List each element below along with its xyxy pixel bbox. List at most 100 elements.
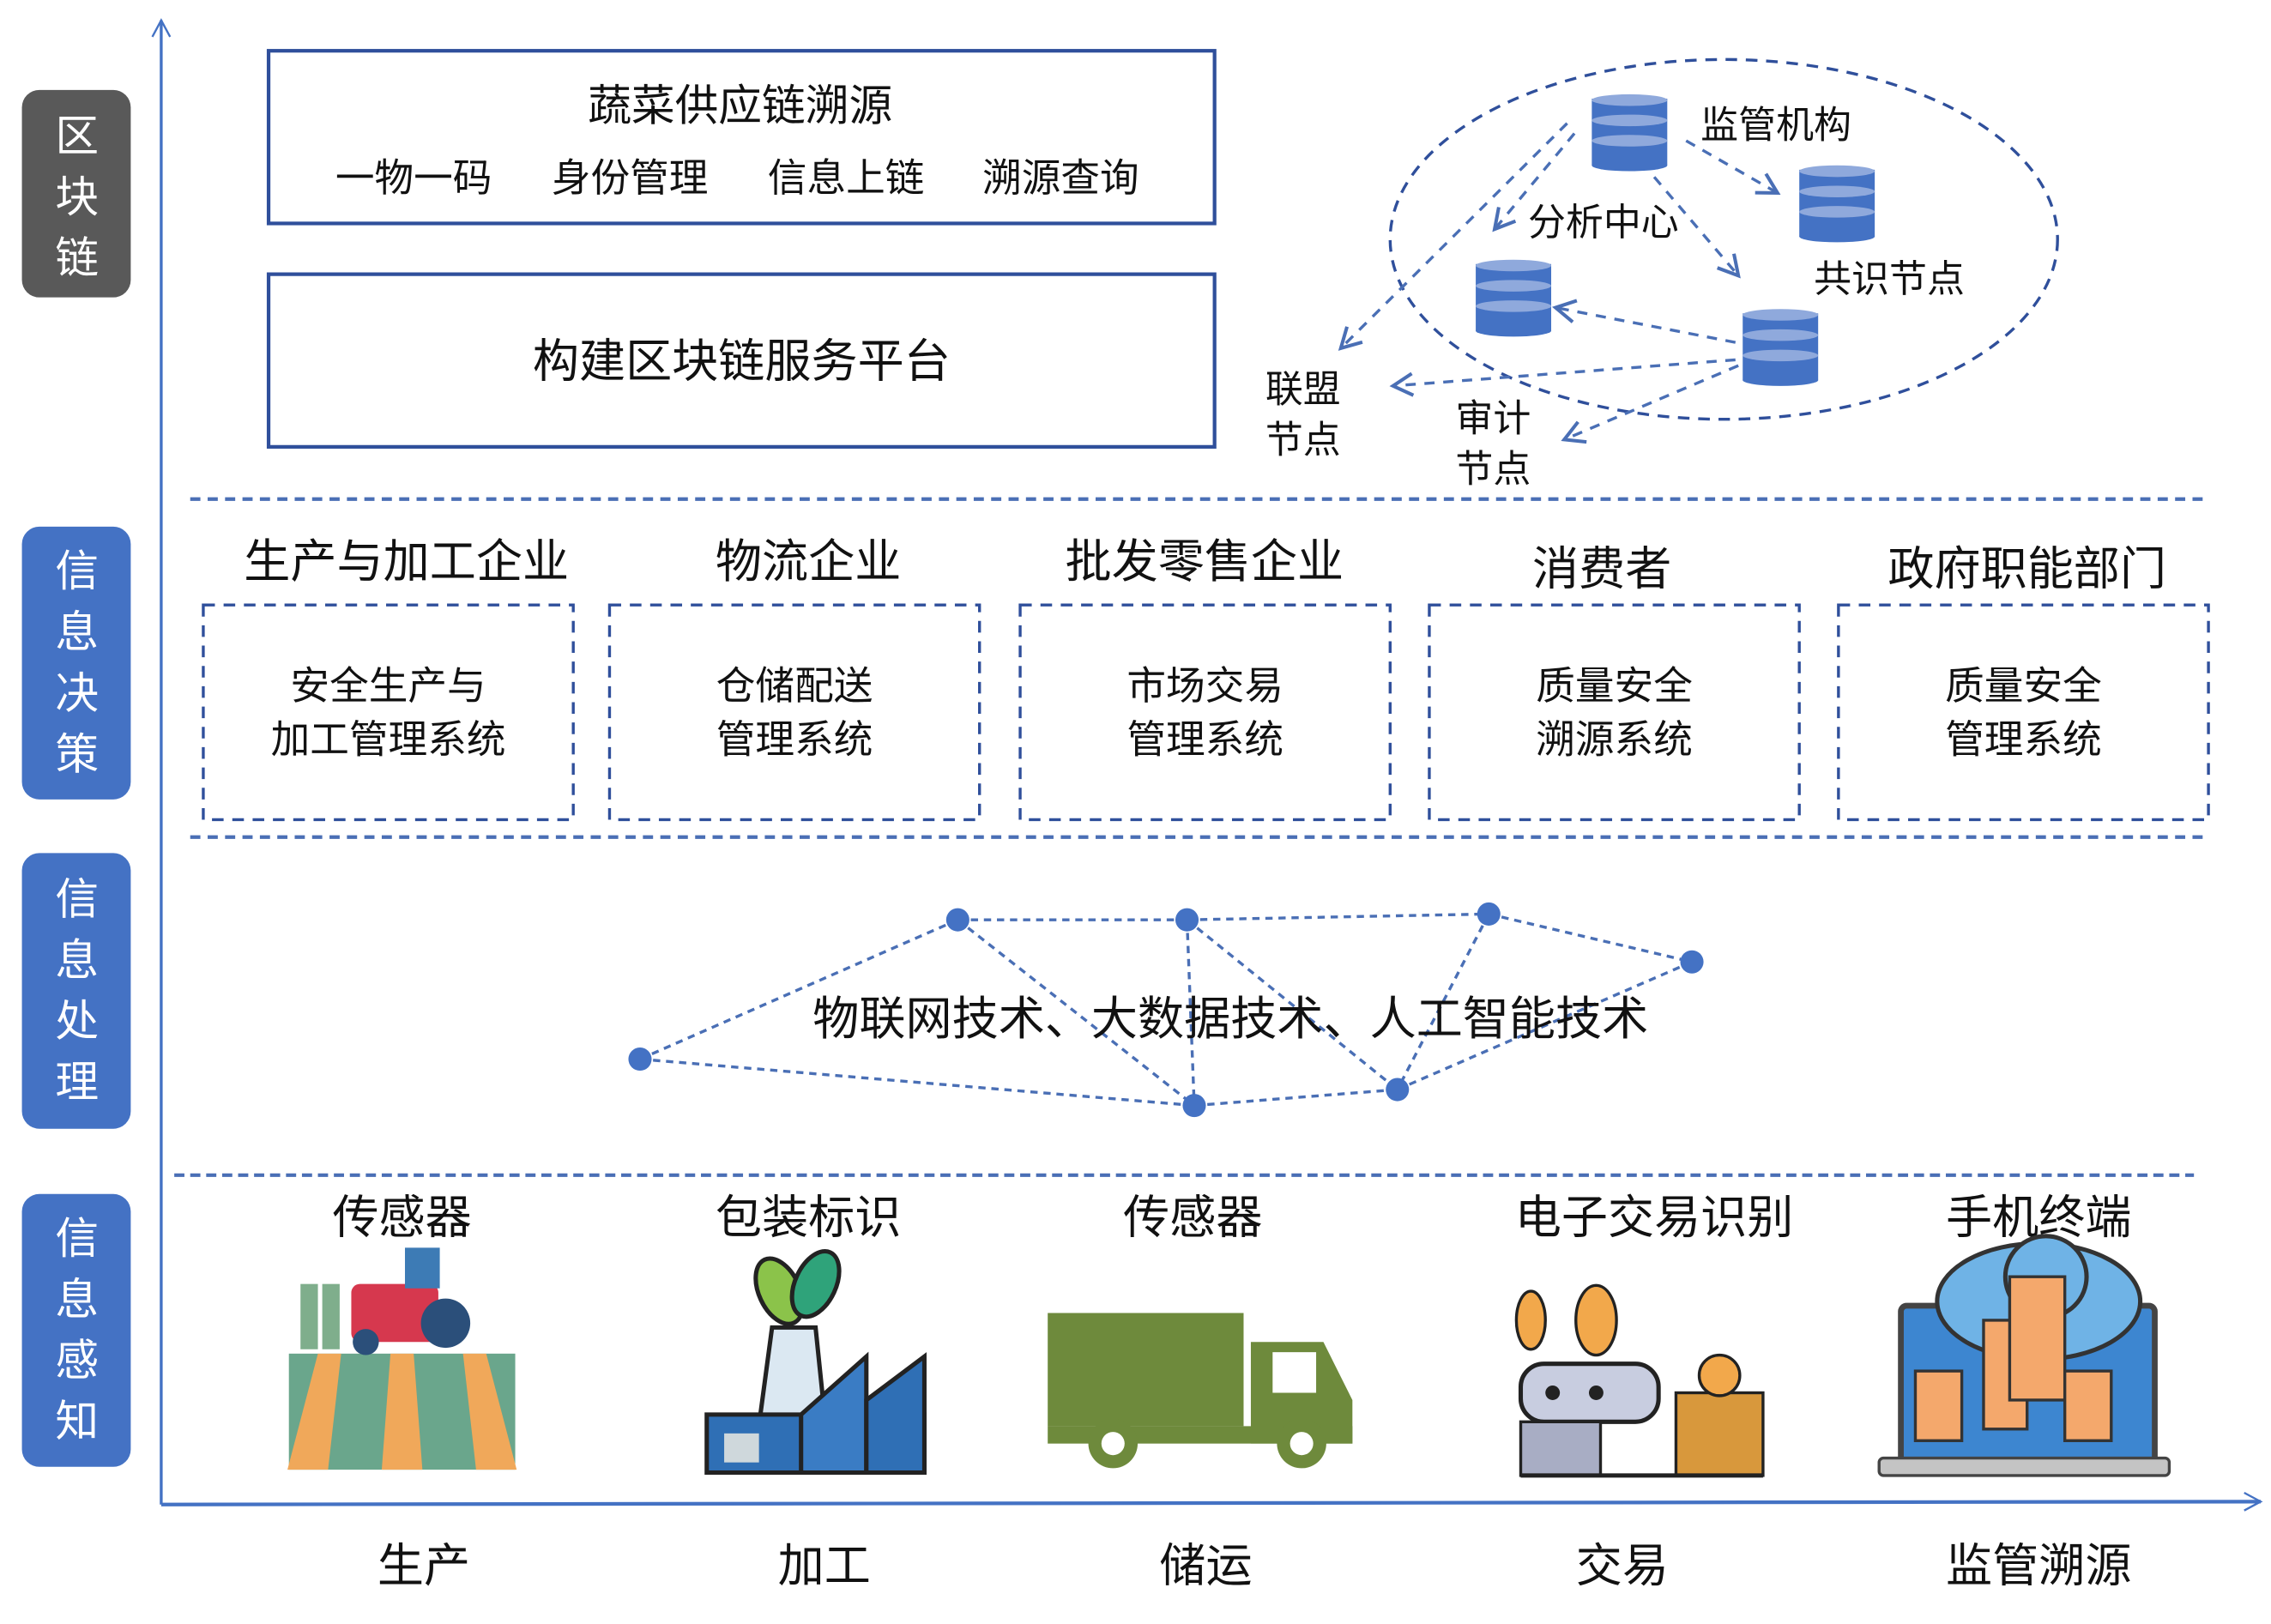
layer-pill-char: 策 <box>55 728 99 779</box>
database-icon <box>1743 309 1819 386</box>
trace-feature: 一物一码 <box>335 155 492 201</box>
network-arrow <box>1338 122 1568 351</box>
layer-pill-char: 息 <box>55 607 99 657</box>
network-node <box>1386 1078 1410 1102</box>
technologies-label: 物联网技术、大数据技术、人工智能技术 <box>812 992 1648 1046</box>
layer-pill-char: 知 <box>55 1396 99 1446</box>
system-box <box>202 603 575 822</box>
stage-label: 交易 <box>1576 1538 1669 1592</box>
database-icon <box>1592 94 1668 172</box>
database-icon <box>1476 259 1552 337</box>
network-arrow <box>1389 358 1736 397</box>
network-link <box>1397 960 1693 1091</box>
system-name-line: 仓储配送 <box>716 663 873 709</box>
network-arrow <box>1492 132 1576 232</box>
stakeholder-title: 生产与加工企业 <box>244 534 569 589</box>
network-link <box>957 918 1196 1107</box>
network-arrow <box>1685 139 1781 195</box>
system-name-line: 管理系统 <box>1945 717 2102 763</box>
trace-feature: 身份管理 <box>552 155 709 201</box>
system-name-line: 溯源系统 <box>1536 717 1693 763</box>
network-link <box>1396 913 1490 1090</box>
platform-box-title: 构建区块链服务平台 <box>533 335 951 389</box>
layer-pill-char: 理 <box>55 1056 99 1107</box>
layer-pill-char: 感 <box>55 1335 99 1386</box>
node-label-alliance: 联盟 <box>1265 367 1341 411</box>
network-node <box>1175 908 1199 932</box>
stage-label: 加工 <box>778 1538 871 1592</box>
system-name-line: 安全生产与 <box>290 663 486 709</box>
cloud-laptop-icon <box>1877 1234 2171 1477</box>
stage-label: 储运 <box>1159 1538 1252 1592</box>
blockchain-network: 监管机构 分析中心 共识节点 联盟 节点 审计 节点 <box>1265 57 2059 491</box>
stakeholder-title: 批发零售企业 <box>1066 534 1344 589</box>
node-label-analysis: 分析中心 <box>1528 201 1679 245</box>
layer-pill-processing: 信 息 处 理 <box>21 853 131 1129</box>
system-name-line: 管理系统 <box>1126 717 1283 763</box>
network-arrow <box>1551 299 1736 344</box>
stakeholder-title: 消费者 <box>1532 542 1671 596</box>
trace-box: 蔬菜供应链溯源 一物一码 身份管理 信息上链 溯源查询 <box>266 49 1217 226</box>
system-name-line: 质量安全 <box>1945 663 2102 709</box>
layer-pill-blockchain: 区 块 链 <box>21 89 131 298</box>
platform-box: 构建区块链服务平台 <box>266 272 1217 449</box>
trace-box-title: 蔬菜供应链溯源 <box>588 80 892 130</box>
node-label-audit: 审计 <box>1455 396 1531 440</box>
network-link <box>639 918 959 1061</box>
layer-pill-char: 信 <box>55 546 99 596</box>
layer-pill-char: 息 <box>55 1274 99 1325</box>
truck-icon <box>1048 1313 1353 1469</box>
database-icon <box>1799 165 1875 243</box>
network-link <box>1185 920 1196 1106</box>
network-arrow <box>1652 176 1741 279</box>
layer-pill-char: 块 <box>55 172 99 222</box>
stage-label: 生产 <box>377 1538 470 1592</box>
network-link <box>639 1057 1195 1108</box>
system-box <box>1018 603 1392 822</box>
node-label-regulator: 监管机构 <box>1700 104 1851 148</box>
system-box <box>1428 603 1801 822</box>
tractor-field-icon <box>287 1247 517 1470</box>
network-node <box>945 908 969 932</box>
layer-pill-char: 处 <box>55 995 99 1046</box>
system-name-line: 管理系统 <box>716 717 873 763</box>
decision-layer: 生产与加工企业安全生产与加工管理系统物流企业仓储配送管理系统批发零售企业市场交易… <box>202 534 2210 822</box>
network-link <box>1187 912 1489 921</box>
sensing-device-label: 传感器 <box>1123 1190 1262 1244</box>
factory-leaf-icon <box>704 1248 927 1476</box>
layer-pill-char: 信 <box>55 873 99 924</box>
layer-pill-char: 决 <box>55 667 99 718</box>
processing-network <box>628 902 1704 1118</box>
network-node <box>628 1047 652 1072</box>
node-label-audit: 节点 <box>1455 447 1531 491</box>
layer-pill-char: 信 <box>55 1213 99 1264</box>
horizontal-axis <box>160 1491 2263 1512</box>
network-link <box>1186 918 1398 1091</box>
layer-pill-char: 链 <box>55 232 99 283</box>
layer-pill-decision: 信 息 决 策 <box>21 526 131 800</box>
network-node <box>1680 950 1704 974</box>
stakeholder-title: 物流企业 <box>716 534 901 589</box>
sensing-device-label: 电子交易识别 <box>1515 1190 1794 1244</box>
system-name-line: 市场交易 <box>1126 663 1283 709</box>
consensus-cluster-boundary <box>1388 57 2059 421</box>
system-box <box>1837 603 2210 822</box>
trace-feature: 溯源查询 <box>982 155 1139 201</box>
stage-label: 监管溯源 <box>1946 1538 2131 1592</box>
conveyor-fruit-icon <box>1514 1283 1765 1478</box>
sensing-device-label: 包装标识 <box>716 1190 901 1244</box>
sensing-device-label: 传感器 <box>332 1190 471 1244</box>
system-name-line: 质量安全 <box>1536 663 1693 709</box>
layer-pill-sensing: 信 息 感 知 <box>21 1193 131 1467</box>
node-label-alliance: 节点 <box>1265 419 1341 462</box>
network-arrow <box>1561 364 1739 444</box>
layer-pill-char: 息 <box>55 934 99 985</box>
